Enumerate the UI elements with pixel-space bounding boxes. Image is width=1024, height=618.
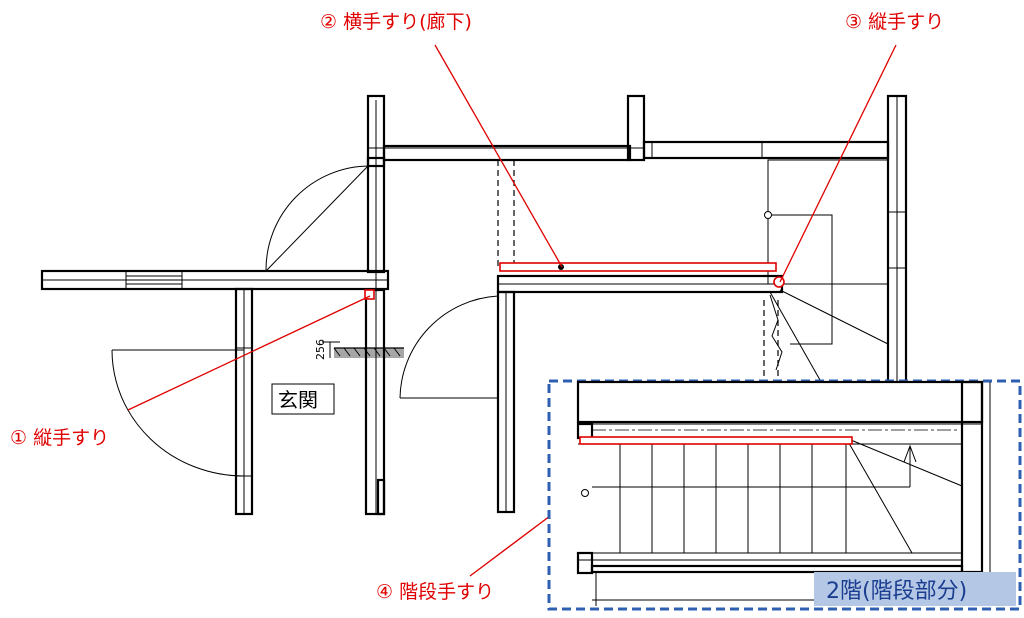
first-floor-stair	[764, 159, 889, 381]
upper-window	[651, 141, 763, 159]
upper-left-door	[265, 165, 369, 272]
step-hatch	[322, 341, 404, 358]
handrail-vertical-entrance	[364, 289, 375, 300]
callout-4: ④ 階段手すり	[376, 581, 494, 603]
handrail-corridor	[499, 262, 777, 272]
corridor-left-wall	[364, 100, 386, 516]
room-label-genkan: 玄関	[278, 388, 318, 412]
entrance-door	[111, 349, 245, 477]
left-wall-segment	[40, 269, 390, 291]
dimension-label: 256	[314, 339, 327, 360]
corridor-door	[399, 295, 499, 399]
callout-2: ② 横手すり(廊下)	[320, 11, 472, 33]
callout-1: ① 縦手すり	[10, 427, 109, 449]
inset-panel: 2階(階段部分)	[547, 379, 1022, 611]
inset-title: 2階(階段部分)	[826, 579, 967, 604]
callout-3: ③ 縦手すり	[845, 11, 944, 33]
room-label-box	[271, 383, 335, 415]
left-window	[125, 270, 183, 290]
inset-label-box	[814, 572, 1016, 606]
handrail-stair	[579, 436, 853, 445]
handrail-vertical-stair	[773, 276, 785, 288]
